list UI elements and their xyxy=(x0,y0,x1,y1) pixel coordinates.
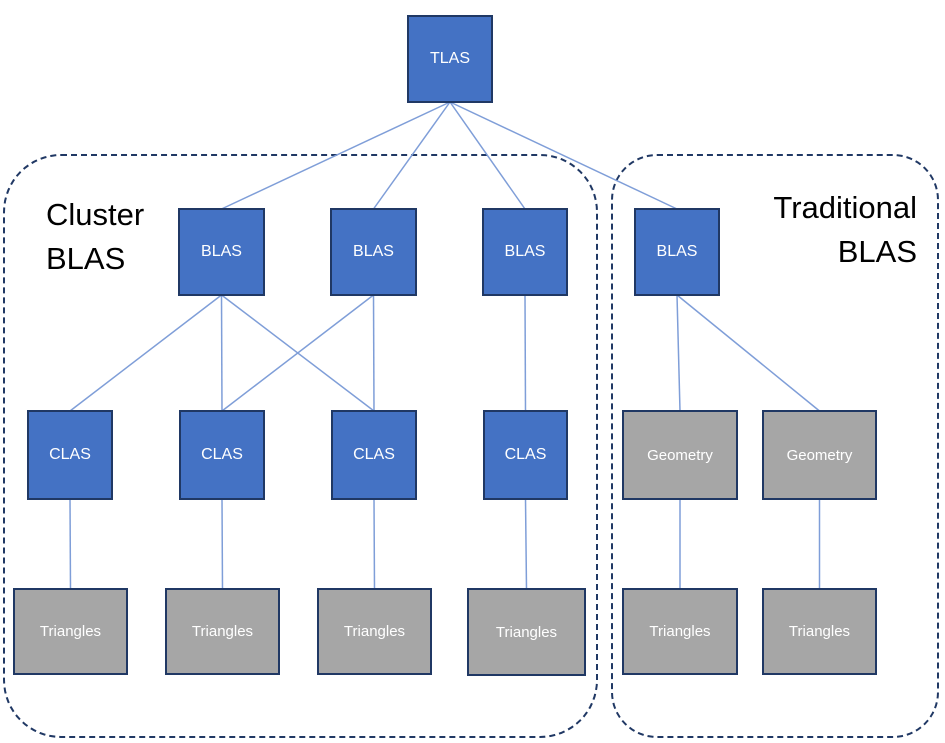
connector-line xyxy=(676,294,681,412)
triangles-node-4-label: Triangles xyxy=(495,623,558,641)
triangles-node-2: Triangles xyxy=(165,588,280,675)
connector-line xyxy=(524,294,527,412)
connector-line xyxy=(449,101,678,210)
connector-line xyxy=(373,498,376,590)
geometry-node-2-label: Geometry xyxy=(786,446,853,464)
geometry-node-1-label: Geometry xyxy=(647,446,713,464)
clas-node-3: CLAS xyxy=(331,410,417,500)
triangles-node-6-label: Triangles xyxy=(788,623,851,640)
triangles-node-1-label: Triangles xyxy=(39,623,102,640)
connector-line xyxy=(449,101,526,210)
triangles-node-6: Triangles xyxy=(762,588,877,675)
cluster-blas-section-outline xyxy=(3,154,598,738)
connector-line xyxy=(372,294,375,412)
blas-node-2-label: BLAS xyxy=(353,243,394,260)
traditional-blas-label-line2: BLAS xyxy=(837,234,917,269)
connector-line xyxy=(676,294,820,412)
blas-node-1-label: BLAS xyxy=(201,243,242,260)
triangles-node-5: Triangles xyxy=(622,588,738,675)
clas-node-4-label: CLAS xyxy=(504,446,547,463)
clas-node-1-label: CLAS xyxy=(49,446,91,463)
connector-line xyxy=(221,294,374,412)
triangles-node-3: Triangles xyxy=(317,588,432,675)
geometry-node-2: Geometry xyxy=(762,410,877,500)
blas-node-traditional: BLAS xyxy=(634,208,720,296)
connector-line xyxy=(524,498,528,590)
connector-line xyxy=(69,498,72,590)
cluster-blas-label-line2: BLAS xyxy=(46,241,126,276)
traditional-blas-section-outline xyxy=(611,154,939,738)
connector-line xyxy=(220,294,223,412)
cluster-blas-label-line1: Cluster xyxy=(46,197,145,232)
blas-node-traditional-label: BLAS xyxy=(656,243,698,260)
clas-node-4: CLAS xyxy=(483,410,568,500)
triangles-node-1: Triangles xyxy=(13,588,128,675)
clas-node-3-label: CLAS xyxy=(353,446,395,463)
connector-line xyxy=(221,498,224,590)
blas-node-3: BLAS xyxy=(482,208,568,296)
triangles-node-2-label: Triangles xyxy=(191,623,254,640)
traditional-blas-label: Traditional BLAS xyxy=(773,186,917,274)
tlas-node: TLAS xyxy=(407,15,493,103)
connector-line xyxy=(69,294,222,412)
triangles-node-4: Triangles xyxy=(467,588,586,676)
cluster-blas-label: Cluster BLAS xyxy=(46,193,144,281)
triangles-node-5-label: Triangles xyxy=(649,623,711,640)
triangles-node-3-label: Triangles xyxy=(343,623,406,640)
traditional-blas-label-line1: Traditional xyxy=(773,190,917,225)
clas-node-2-label: CLAS xyxy=(201,446,243,463)
connector-line xyxy=(372,101,451,210)
blas-node-2: BLAS xyxy=(330,208,417,296)
clas-node-1: CLAS xyxy=(27,410,113,500)
blas-node-1: BLAS xyxy=(178,208,265,296)
geometry-node-1: Geometry xyxy=(622,410,738,500)
blas-node-3-label: BLAS xyxy=(504,243,546,260)
tlas-node-label: TLAS xyxy=(429,50,470,67)
clas-node-2: CLAS xyxy=(179,410,265,500)
connector-line xyxy=(221,101,451,210)
